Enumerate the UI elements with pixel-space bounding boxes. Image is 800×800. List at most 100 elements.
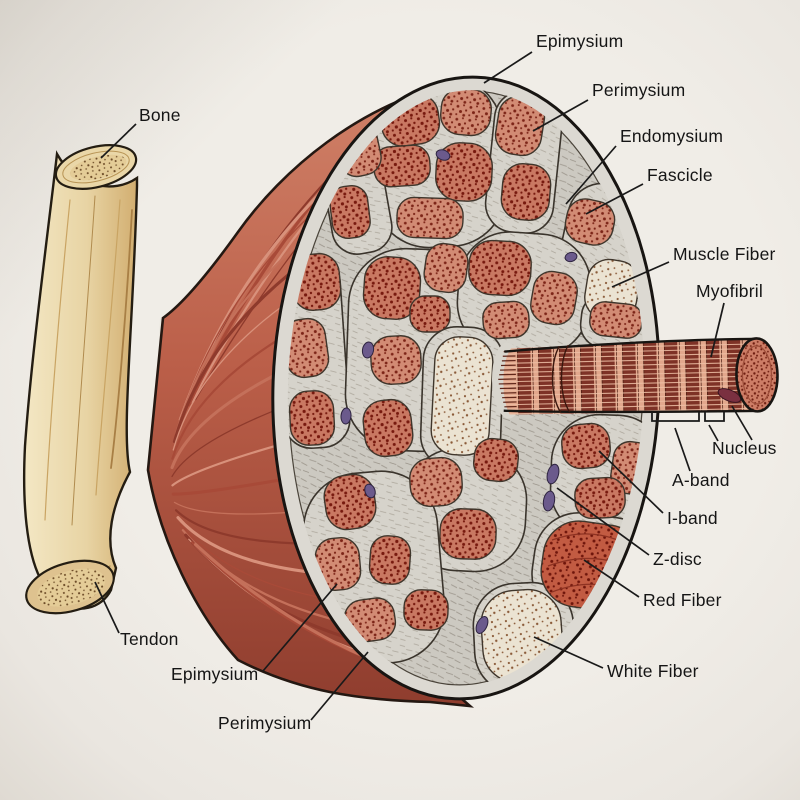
muscle-fiber-blob (574, 476, 626, 520)
muscle-fiber-blob (409, 295, 451, 333)
muscle-fiber-blob (329, 185, 371, 239)
muscle-fiber-blob (472, 437, 520, 483)
bone-leader (100, 123, 137, 159)
epimysium-top-leader (483, 51, 533, 84)
muscle-fiber-line (174, 509, 313, 545)
nucleus-dot (542, 490, 556, 512)
muscle-fiber-line (171, 332, 290, 460)
myofibril-separator (502, 403, 758, 411)
white-fiber-leader (533, 636, 604, 669)
muscle-fiber-blob (288, 390, 336, 446)
label-perimysium-bottom: Perimysium (218, 713, 311, 733)
labels: Bone Epimysium Perimysium Endomysium Fas… (120, 31, 777, 733)
muscle-fiber-blob (368, 535, 412, 585)
label-i-band: I-band (667, 508, 718, 528)
muscle-fiber-blob (439, 508, 497, 560)
nucleus-dot (340, 407, 352, 425)
muscle-fiber-blob (323, 473, 377, 531)
muscle-fiber-line (173, 501, 302, 515)
myofibril-separator (502, 398, 758, 406)
muscle-fiber-line (170, 368, 287, 470)
nucleus-leader-2 (731, 405, 753, 441)
fiber-bottom-outline (503, 409, 755, 414)
nucleus-leader-1 (708, 424, 719, 442)
label-z-disc: Z-disc (653, 549, 702, 569)
muscle-fiber-leader (611, 261, 670, 288)
muscle-fiber-blob (396, 196, 464, 240)
muscle-fiber-line (171, 405, 286, 478)
sarcomere-arc-2 (560, 344, 571, 413)
label-epimysium-bottom: Epimysium (171, 664, 258, 684)
muscle-fiber-blob (409, 456, 463, 508)
label-muscle-fiber: Muscle Fiber (673, 244, 776, 264)
tendon-leader (94, 581, 120, 634)
muscle-fiber-blob (362, 398, 414, 458)
red-fiber-leader (583, 559, 640, 598)
muscle-fiber-blob (423, 242, 469, 294)
epimysium-bottom-leader (262, 583, 338, 672)
nucleus-dot (546, 463, 560, 485)
muscle-fiber-line (172, 262, 303, 444)
label-bone: Bone (139, 105, 181, 125)
label-perimysium-top: Perimysium (592, 80, 685, 100)
myofibril-separator (502, 384, 758, 392)
myofibril-separator (502, 389, 758, 397)
a-band-leader (674, 427, 691, 472)
label-fascicle: Fascicle (647, 165, 713, 185)
muscle-fiber-cylinder (492, 337, 779, 419)
myofibril-lines (502, 343, 758, 415)
i-band-leader (598, 450, 664, 514)
perimysium-bottom-leader (310, 651, 369, 721)
myofibril-separator (502, 380, 758, 388)
label-red-fiber: Red Fiber (643, 590, 722, 610)
muscle-fiber-blob (468, 239, 532, 297)
muscle-fiber-line (179, 523, 340, 602)
myofibril-separator (502, 375, 758, 383)
myofibril-separator (502, 370, 758, 378)
muscle-fiber-blob (561, 422, 611, 470)
muscle-fiber-blob (482, 300, 530, 340)
endomysium-leader (565, 145, 617, 205)
nucleus-dot (475, 616, 489, 634)
muscle-fiber-blob (403, 589, 449, 631)
bone-texture-lines (44, 195, 133, 578)
sarcomere-arc-1 (551, 346, 562, 413)
myofibril-separator (502, 347, 758, 355)
fascicle-leader (585, 183, 644, 215)
muscle-fiber-blob (564, 198, 616, 246)
z-disc-leader (556, 487, 650, 556)
muscle-fiber-blob (370, 335, 422, 385)
perimysium-top-leader (532, 99, 589, 132)
label-white-fiber: White Fiber (607, 661, 699, 681)
muscle-fiber-blob (373, 144, 431, 188)
myofibril-separator (502, 361, 758, 369)
label-a-band: A-band (672, 470, 730, 490)
a-band-bracket (651, 412, 700, 422)
nucleus-dot (564, 251, 578, 263)
muscle-cross-section (271, 75, 661, 701)
myofibril-separator (502, 352, 758, 360)
label-tendon: Tendon (120, 629, 179, 649)
bone-shaft (22, 144, 139, 615)
myofibril-separator (502, 366, 758, 374)
label-myofibril: Myofibril (696, 281, 763, 301)
label-epimysium-top: Epimysium (536, 31, 623, 51)
leader-lines (94, 51, 753, 721)
tendon-cut-face (25, 559, 115, 615)
muscle-fiber-line (172, 297, 294, 451)
muscle-fiber-line (171, 441, 290, 487)
fiber-end-cap (735, 337, 779, 413)
muscle-fiber-blob (530, 270, 578, 326)
fiber-top-outline (504, 337, 754, 353)
muscle-fiber-blob (440, 87, 492, 137)
bone-cut-face (54, 144, 138, 190)
muscle-fiber-blob (500, 162, 552, 222)
muscle-fiber-blob (430, 336, 494, 456)
label-nucleus: Nucleus (712, 438, 777, 458)
nucleus-dot (435, 149, 451, 161)
muscle-fiber-line (176, 516, 326, 576)
surface-nucleus (717, 388, 742, 403)
i-band-bracket (704, 412, 725, 422)
